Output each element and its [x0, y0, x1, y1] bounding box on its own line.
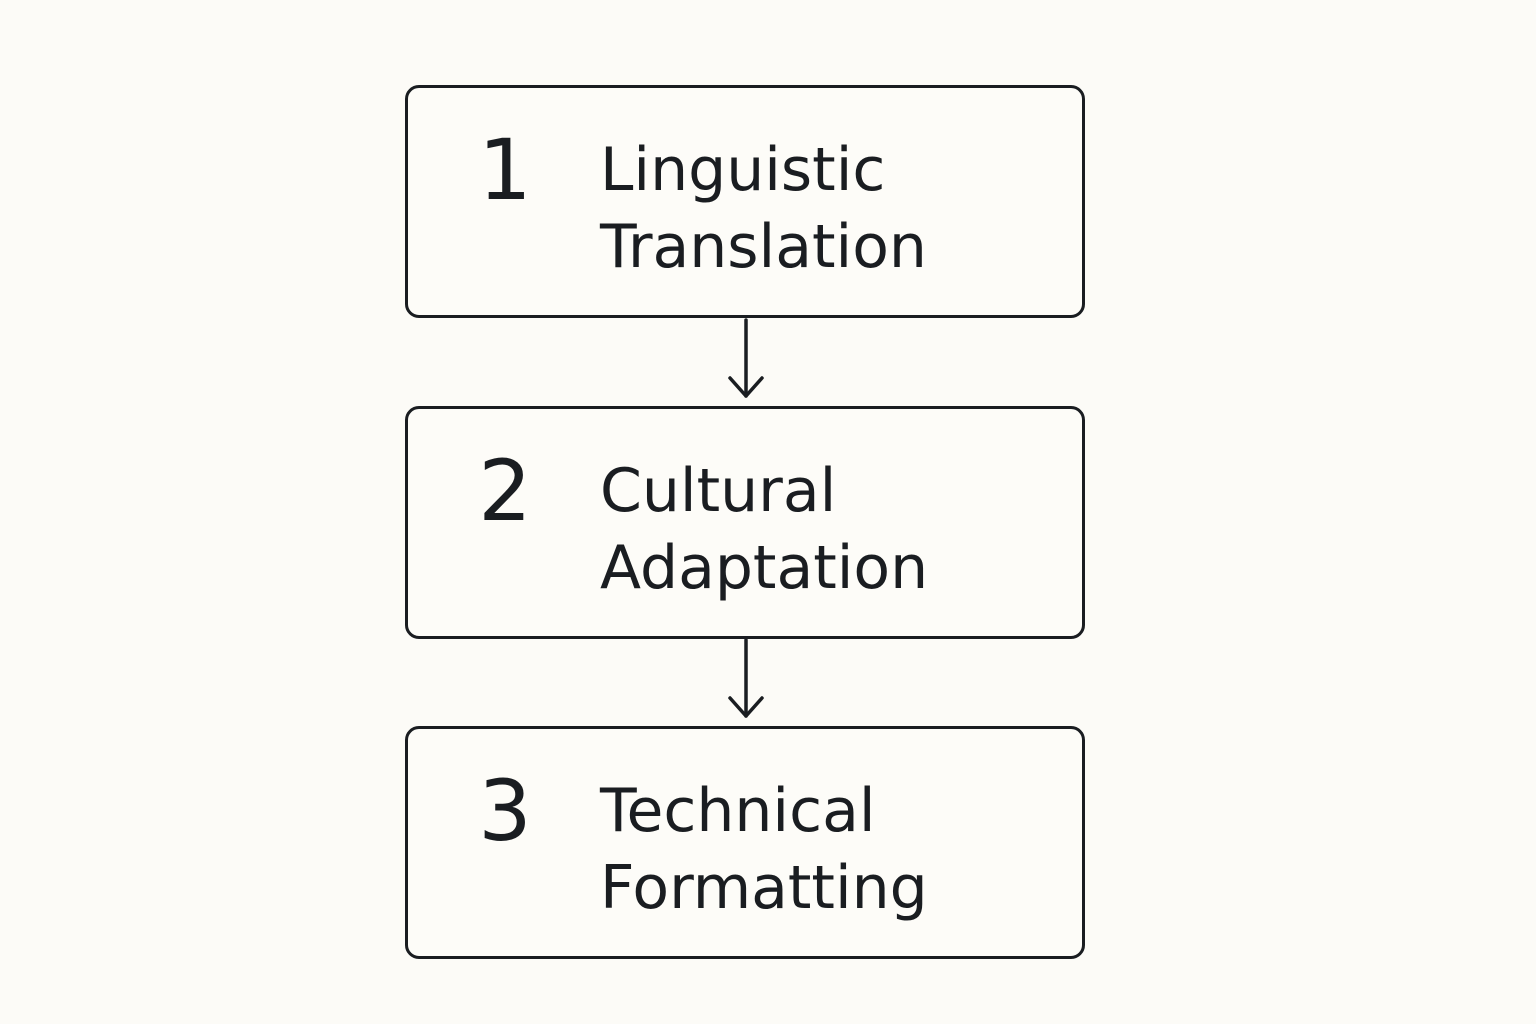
step-label-line: Formatting	[600, 853, 928, 923]
step-box-technical-formatting: 3 Technical Formatting	[405, 726, 1085, 959]
arrow-down-icon	[728, 318, 764, 398]
step-label-line: Translation	[600, 212, 927, 282]
step-box-linguistic-translation: 1 Linguistic Translation	[405, 85, 1085, 318]
step-box-cultural-adaptation: 2 Cultural Adaptation	[405, 406, 1085, 639]
step-label-line: Technical	[600, 776, 876, 846]
step-number: 1	[478, 121, 532, 219]
step-number: 2	[478, 442, 532, 540]
step-label: Cultural Adaptation	[600, 453, 1060, 607]
step-label: Linguistic Translation	[600, 132, 1060, 286]
step-label-line: Adaptation	[600, 533, 929, 603]
step-number: 3	[478, 762, 532, 860]
step-label-line: Cultural	[600, 456, 837, 526]
step-label: Technical Formatting	[600, 773, 1060, 927]
arrow-down-icon	[728, 638, 764, 718]
step-label-line: Linguistic	[600, 135, 886, 205]
